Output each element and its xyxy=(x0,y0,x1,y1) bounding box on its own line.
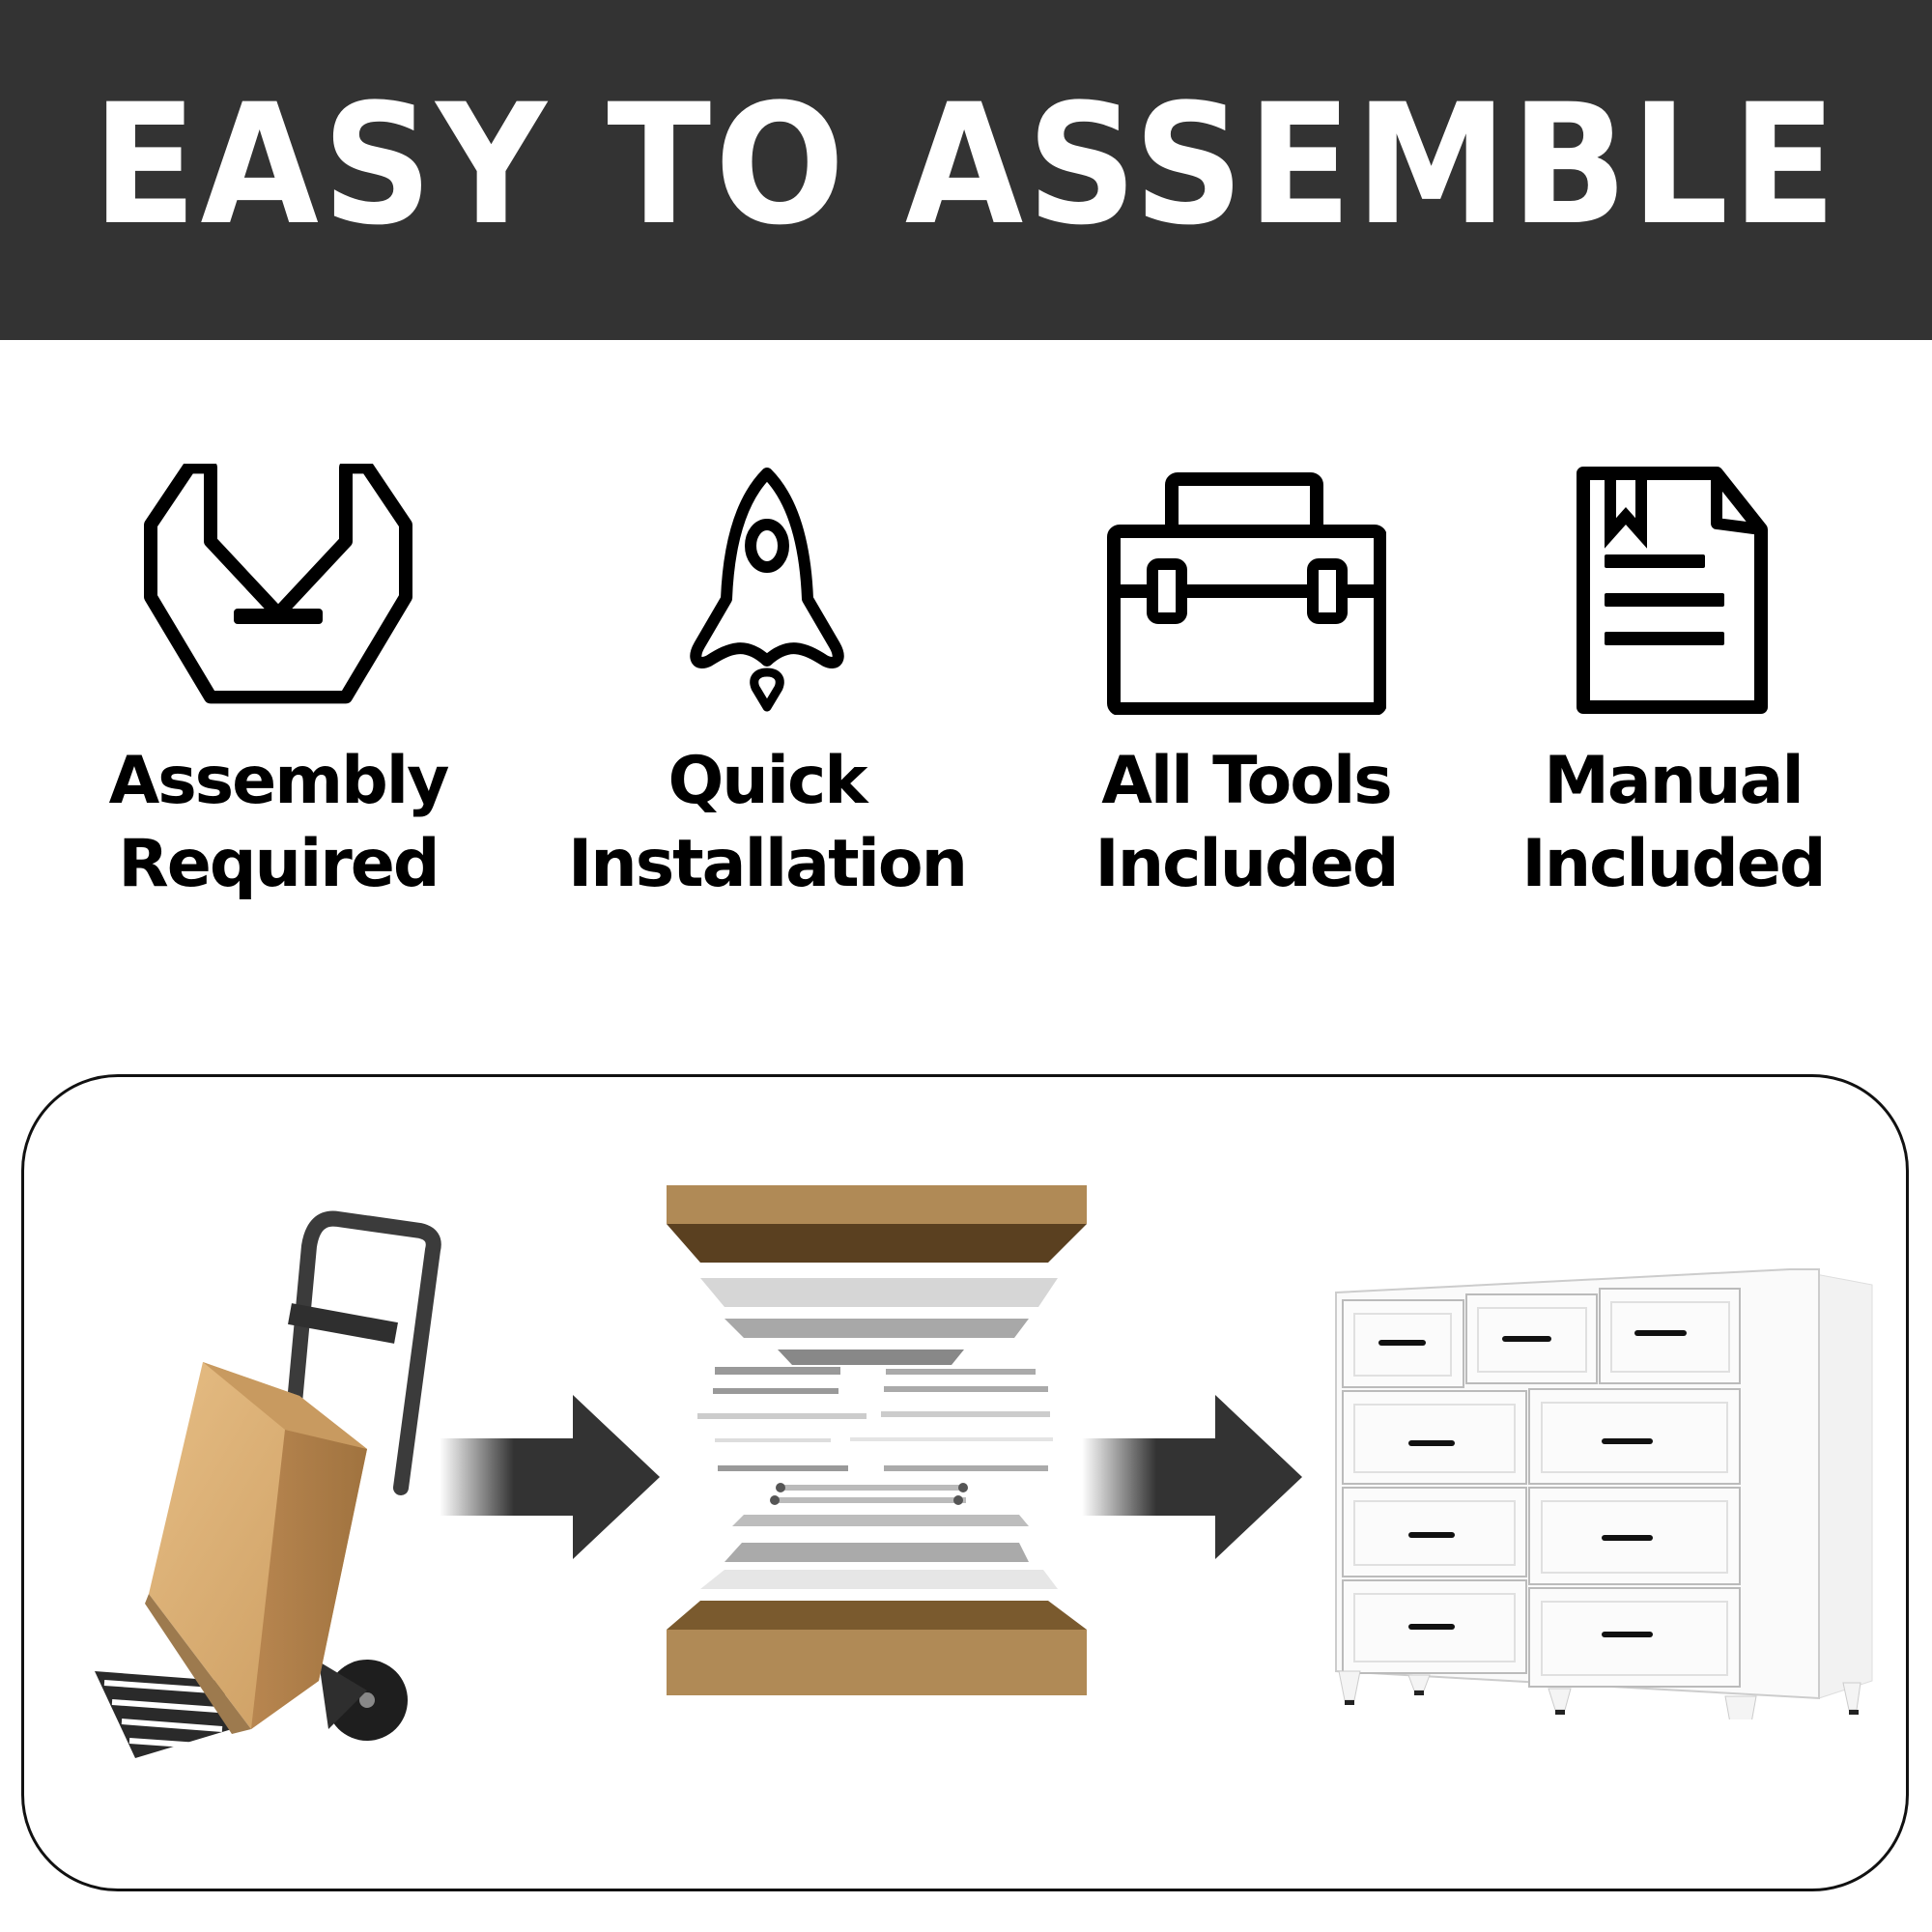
feature-assembly-required: Assembly Required xyxy=(75,464,481,906)
page-title: EASY TO ASSEMBLE xyxy=(92,68,1840,262)
feature-quick-installation: Quick Installation xyxy=(564,464,970,906)
exploded-parts-image xyxy=(667,1185,1087,1695)
feature-label: Assembly Required xyxy=(108,743,450,902)
toolbox-icon xyxy=(1107,472,1386,715)
header-banner: EASY TO ASSEMBLE xyxy=(0,0,1932,340)
rocket-icon xyxy=(690,468,844,712)
feature-manual-included: Manual Included xyxy=(1470,464,1876,906)
feature-label: All Tools Included xyxy=(1094,743,1399,902)
feature-label: Manual Included xyxy=(1521,743,1826,902)
wrench-icon xyxy=(144,464,412,704)
arrow-right-icon xyxy=(440,1395,660,1559)
feature-all-tools-included: All Tools Included xyxy=(1043,464,1449,906)
arrow-right-icon xyxy=(1082,1395,1302,1559)
assembled-dresser-image xyxy=(1335,1268,1873,1719)
feature-label: Quick Installation xyxy=(567,743,968,902)
hand-truck-with-box-image xyxy=(95,1210,441,1758)
manual-document-icon xyxy=(1577,467,1768,714)
